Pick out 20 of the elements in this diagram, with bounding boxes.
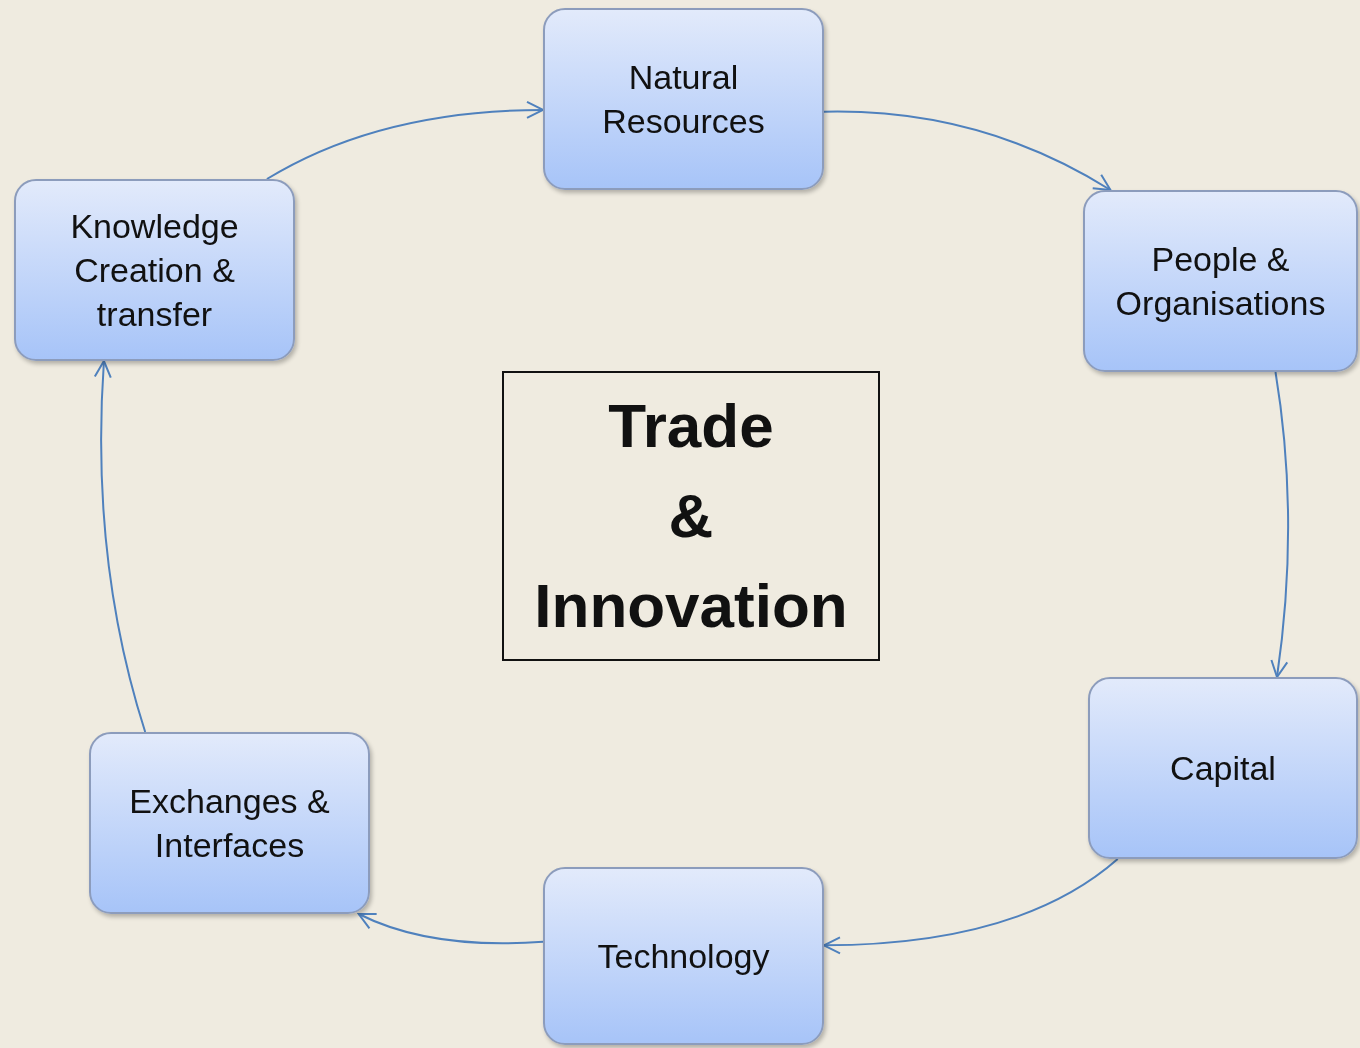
box-label: People & Organisations <box>1114 238 1327 324</box>
rounded-box <box>89 732 370 914</box>
curved-arrow <box>94 360 147 733</box>
box-label: Natural Resources <box>601 56 766 142</box>
curved-arrow <box>357 912 544 945</box>
rounded-box <box>1088 677 1358 859</box>
title-box <box>502 371 880 661</box>
rounded-box <box>14 179 295 361</box>
curved-arrow <box>1270 371 1290 678</box>
box-label: Technology <box>597 935 770 977</box>
box-label: Capital <box>1170 747 1276 789</box>
rounded-box <box>1083 190 1358 372</box>
curved-arrow <box>265 101 544 180</box>
curved-arrow <box>823 858 1119 954</box>
center-title: Trade & Innovation <box>533 390 849 642</box>
rounded-box <box>543 8 824 190</box>
curved-arrow <box>823 110 1112 191</box>
box-label: Exchanges & Interfaces <box>128 780 331 866</box>
rounded-box <box>543 867 824 1045</box>
box-label: Knowledge Creation & transfer <box>69 205 240 336</box>
